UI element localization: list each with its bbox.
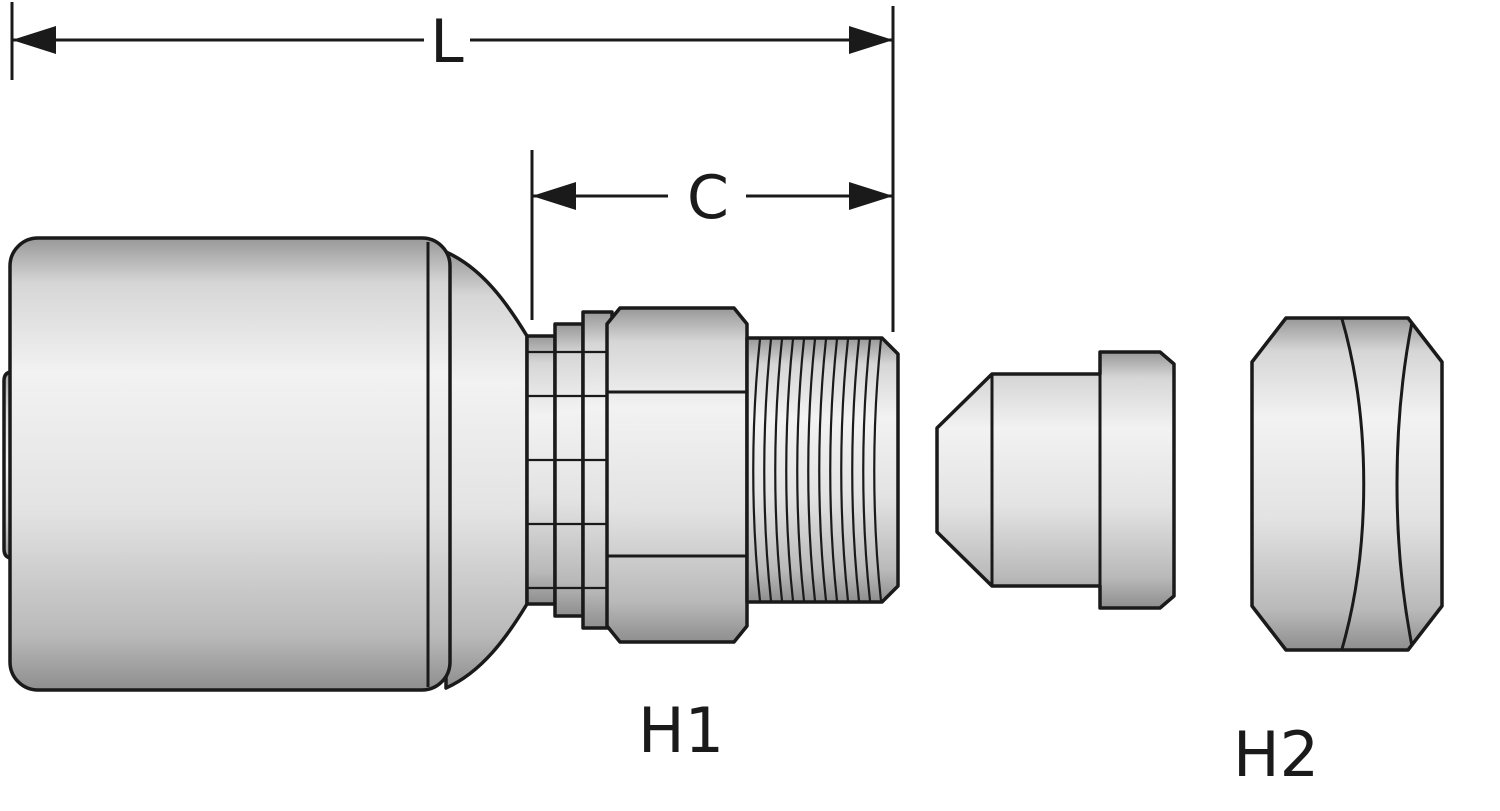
dimension-label-C: C [687, 163, 729, 233]
arrowhead-right [849, 182, 893, 210]
crimp-ferrule [8, 236, 452, 692]
hex-h1 [605, 306, 749, 644]
collar-ring-1 [525, 334, 557, 606]
thread-section [745, 336, 900, 604]
hex-nut-facet-left [1340, 318, 1366, 650]
collar-ring-2 [553, 322, 585, 618]
hex-label-h1: H1 [638, 694, 724, 767]
thread-crests [752, 338, 883, 602]
arrowhead-left [532, 182, 576, 210]
dimension-L: L [10, 2, 895, 332]
fitting-bell [444, 250, 529, 690]
flare-nipple [935, 350, 1176, 610]
dimension-C: C [530, 150, 893, 320]
hex-label-h2: H2 [1233, 718, 1319, 791]
arrowhead-left [12, 26, 56, 54]
hex-nut-facet-right [1395, 321, 1414, 647]
dimension-label-L: L [430, 7, 464, 77]
hex-nut-h2 [1250, 316, 1444, 652]
arrowhead-right [849, 26, 893, 54]
